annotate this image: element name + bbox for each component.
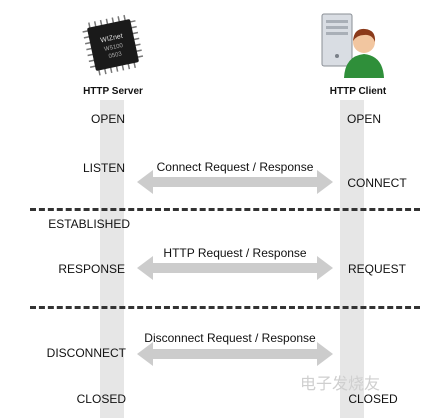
svg-text:W5100: W5100 (104, 43, 124, 53)
client-computer-user-icon (318, 8, 390, 80)
divider-established (30, 208, 420, 211)
connect-message-label: Connect Request / Response (156, 160, 314, 174)
disconnect-message-label: Disconnect Request / Response (144, 331, 316, 345)
svg-text:0503: 0503 (108, 51, 123, 60)
connect-double-arrow (137, 170, 333, 194)
client-title: HTTP Client (329, 86, 387, 97)
http-message-label: HTTP Request / Response (163, 246, 307, 260)
server-title: HTTP Server (83, 86, 143, 97)
client-state-request: REQUEST (347, 262, 406, 276)
http-double-arrow (137, 256, 333, 280)
disconnect-double-arrow (137, 342, 333, 366)
server-lifeline (100, 100, 124, 418)
server-state-disconnect: DISCONNECT (46, 346, 126, 360)
server-state-established: ESTABLISHED (48, 217, 130, 231)
server-state-listen: LISTEN (82, 161, 125, 175)
client-state-closed: CLOSED (348, 392, 398, 406)
divider-disconnect (30, 306, 420, 309)
client-lifeline (340, 100, 364, 418)
watermark: 电子发烧友 (300, 374, 381, 393)
server-state-open: OPEN (90, 112, 125, 126)
svg-text:WIZnet: WIZnet (100, 33, 124, 45)
server-state-response: RESPONSE (58, 262, 125, 276)
client-state-open: OPEN (346, 112, 381, 126)
server-chip-icon: WIZnet W5100 0503 (80, 12, 146, 78)
server-state-closed: CLOSED (76, 392, 126, 406)
client-state-connect: CONNECT (347, 176, 407, 190)
